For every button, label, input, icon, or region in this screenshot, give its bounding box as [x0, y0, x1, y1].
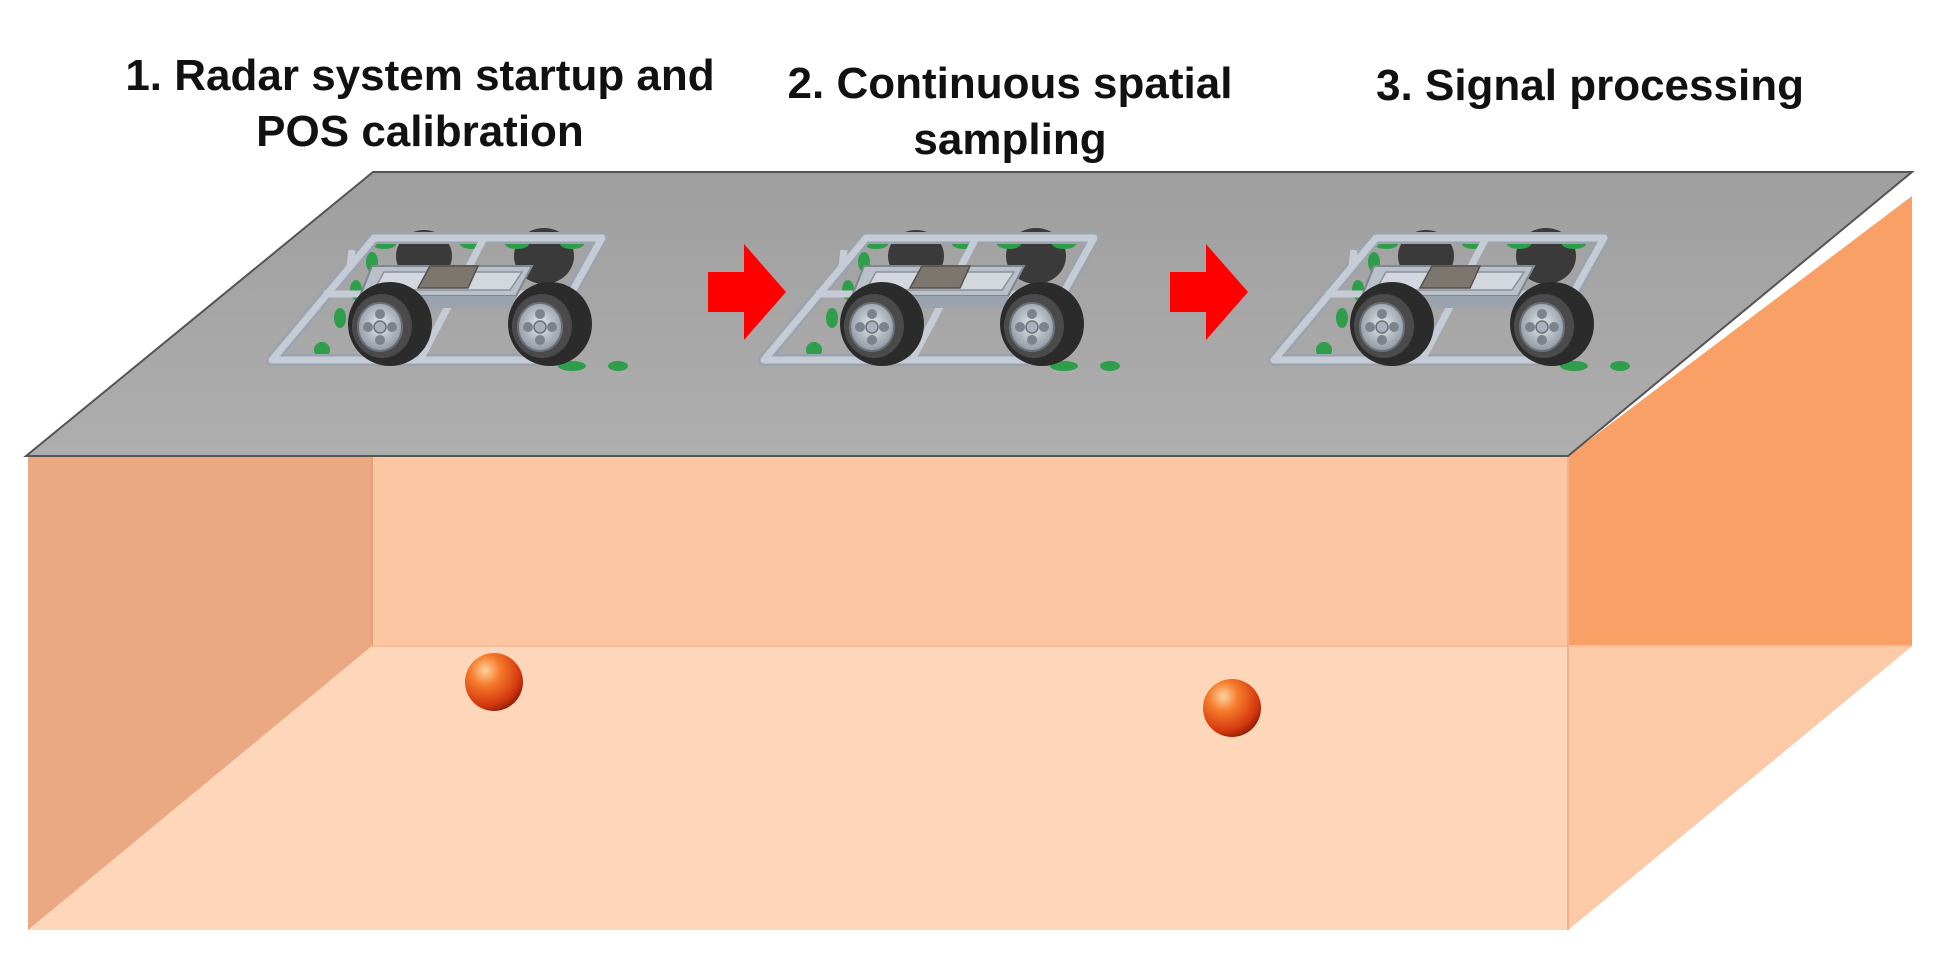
- soil-lower-band: [28, 646, 1912, 930]
- buried-target-2: [1203, 679, 1261, 737]
- step-1-title-line-2: POS calibration: [256, 107, 584, 156]
- buried-target-1: [465, 653, 523, 711]
- step-3-title-line-1: 3. Signal processing: [1376, 61, 1804, 110]
- step-2-title-line-2: sampling: [913, 115, 1107, 164]
- step-2-title: 2. Continuous spatial sampling: [760, 56, 1260, 168]
- step-1-title-line-1: 1. Radar system startup and: [125, 51, 715, 100]
- step-2-title-line-1: 2. Continuous spatial: [787, 59, 1233, 108]
- arrow-right-icon: [708, 244, 786, 340]
- step-1-title: 1. Radar system startup and POS calibrat…: [110, 48, 730, 160]
- arrow-right-icon: [1170, 244, 1248, 340]
- step-3-title: 3. Signal processing: [1350, 58, 1830, 114]
- soil-left-face: [28, 450, 372, 930]
